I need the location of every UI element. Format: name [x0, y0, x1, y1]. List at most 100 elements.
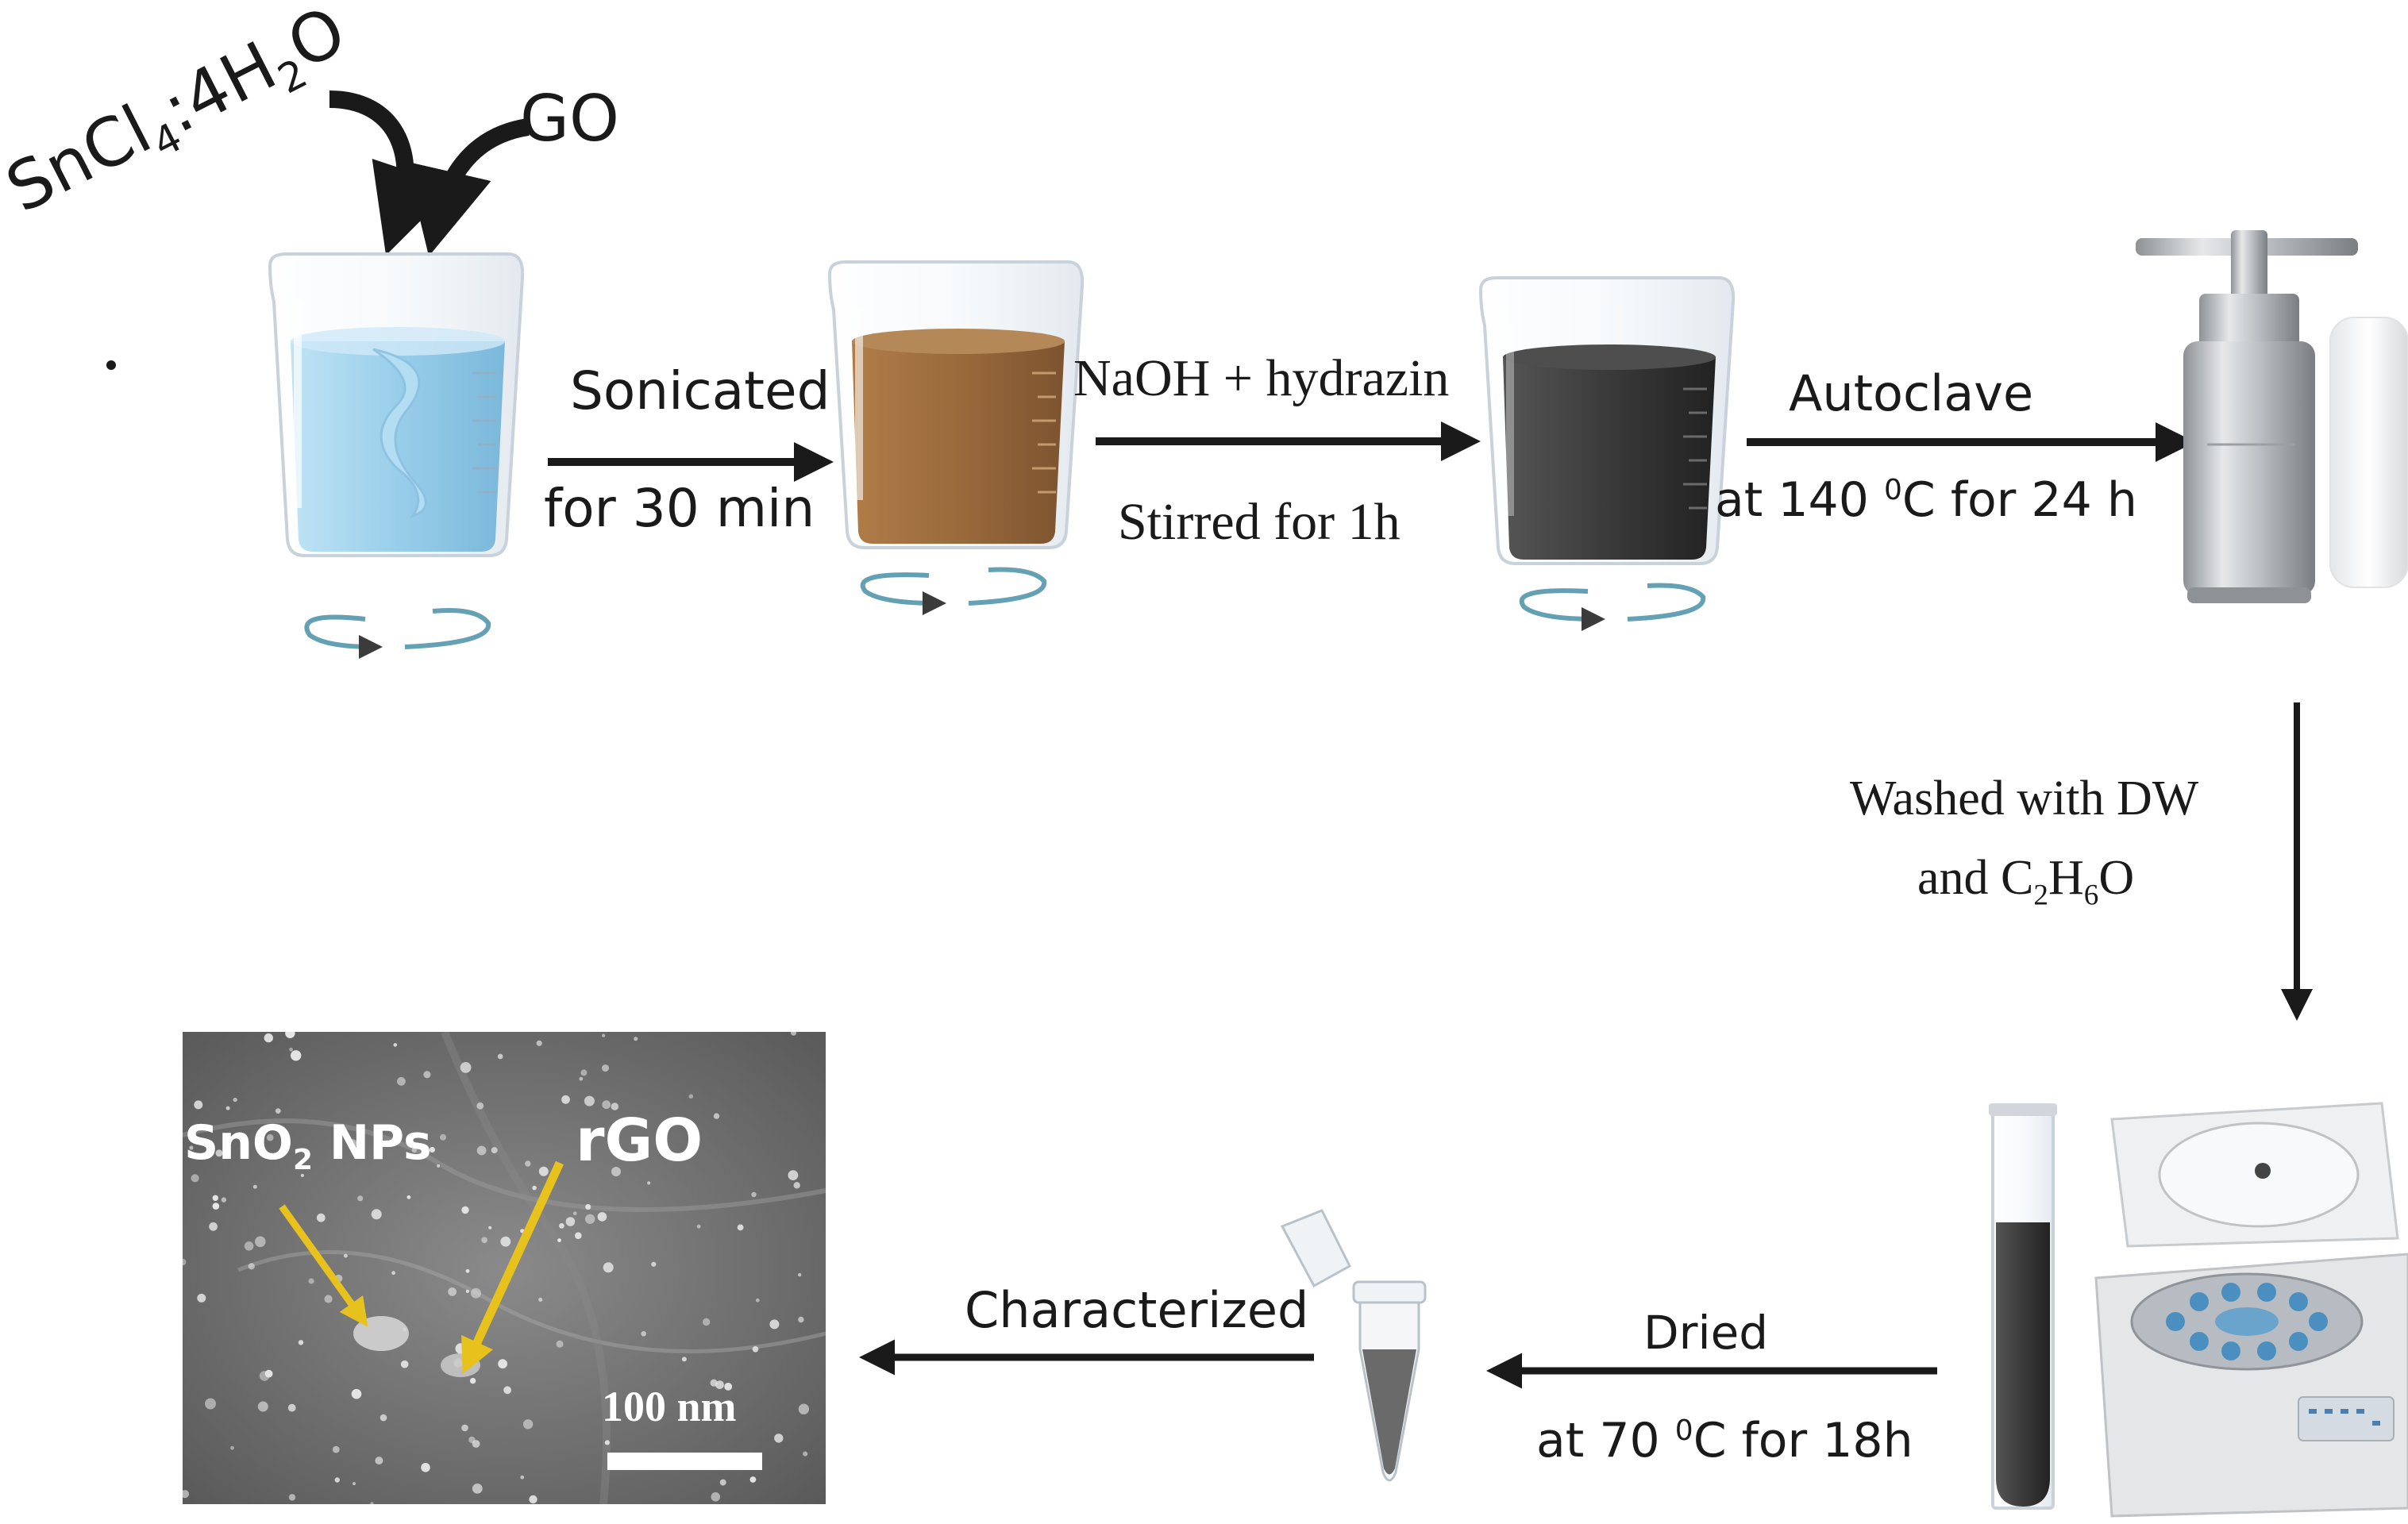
sem-speck: [788, 1170, 799, 1180]
sem-speck: [461, 1206, 469, 1214]
sem-speck: [472, 1484, 483, 1494]
sem-speck: [471, 1287, 481, 1299]
sem-speck: [353, 1482, 356, 1486]
reagent-go-label: GO: [520, 82, 619, 156]
sem-speck: [255, 1236, 266, 1248]
sem-speck: [221, 1197, 227, 1203]
sem-speck: [370, 1502, 374, 1504]
sem-speck: [316, 1213, 326, 1222]
step-sonication-line2: for 30 min: [544, 478, 815, 539]
sem-speck: [604, 1440, 611, 1445]
sem-speck: [476, 1102, 484, 1110]
sem-scale-bar: [607, 1453, 762, 1470]
sem-speck: [348, 1139, 357, 1149]
sem-speck: [300, 1173, 304, 1177]
sem-speck: [481, 1237, 487, 1244]
sem-speck: [183, 1490, 190, 1499]
sem-speck: [503, 1386, 511, 1395]
sem-speck: [696, 1224, 701, 1229]
beaker-3: [1478, 276, 1736, 565]
sem-speck: [585, 1214, 595, 1225]
sem-speck: [429, 1146, 436, 1153]
step-drying-line1: Dried: [1643, 1306, 1769, 1360]
step-washing-line2: and C2H6O: [1917, 851, 2135, 912]
sem-speck: [498, 1359, 507, 1369]
go-curved-arrow: [406, 118, 530, 256]
sem-speck: [602, 1033, 606, 1037]
sem-speck: [437, 1164, 441, 1168]
sem-speck: [215, 1149, 223, 1157]
stir-arrows-3: [1519, 583, 1706, 631]
sem-label-rgo: rGO: [576, 1106, 703, 1175]
sem-speck: [565, 1217, 576, 1226]
sem-speck: [798, 1316, 804, 1323]
sem-speck: [287, 1403, 296, 1412]
sem-speck: [585, 1204, 591, 1210]
autoclave-vessel: [2136, 230, 2408, 603]
sem-speck: [264, 1369, 273, 1378]
sem-speck: [647, 1181, 651, 1185]
sem-speck: [212, 1195, 218, 1202]
sem-speck: [275, 1108, 281, 1114]
stir-arrows-1: [304, 608, 491, 659]
sem-speck: [233, 1097, 237, 1103]
sem-speck: [769, 1319, 780, 1330]
sem-speck: [371, 1209, 382, 1220]
sem-speck: [375, 1457, 383, 1465]
sem-speck: [343, 1253, 348, 1258]
sem-speck: [411, 1147, 417, 1153]
sem-speck: [611, 1103, 619, 1110]
sem-speck: [468, 1436, 476, 1444]
sem-speck: [798, 1403, 810, 1414]
sem-speck: [455, 1343, 467, 1354]
sem-speck: [500, 1236, 511, 1247]
sem-speck: [189, 1145, 194, 1150]
sem-micrograph: [183, 1032, 826, 1504]
step-autoclave-line1: Autoclave: [1789, 364, 2034, 422]
sem-speck: [465, 1268, 470, 1273]
sem-speck: [602, 1064, 609, 1072]
step-washing-line1: Washed with DW: [1850, 772, 2199, 826]
sem-speck: [529, 1495, 537, 1504]
sem-speck: [520, 1475, 525, 1480]
sem-speck: [423, 1071, 431, 1079]
sem-speck: [332, 1445, 340, 1453]
sem-speck: [572, 1211, 577, 1215]
sem-speck: [351, 1388, 362, 1399]
sem-speck: [194, 1100, 203, 1110]
sem-speck: [793, 1182, 800, 1189]
sem-speck: [285, 1032, 295, 1038]
sem-speck: [209, 1222, 218, 1231]
sem-speck: [579, 1076, 584, 1081]
sem-speck: [556, 1340, 564, 1348]
sem-speck: [244, 1241, 254, 1251]
sem-speck: [476, 1145, 487, 1156]
sem-speck: [205, 1398, 216, 1410]
eppendorf-tube: [1280, 1209, 1427, 1482]
sem-speck: [751, 1191, 757, 1198]
sem-speck: [522, 1419, 534, 1430]
stray-dot: [106, 360, 116, 370]
sem-speck: [212, 1203, 220, 1210]
sem-speck: [225, 1106, 230, 1110]
sem-speck: [634, 1037, 638, 1041]
sem-speck: [713, 1113, 720, 1119]
stir-arrows-2: [860, 567, 1047, 615]
sem-speck: [749, 1476, 757, 1483]
sem-speck: [461, 1424, 468, 1432]
sem-speck: [248, 1263, 255, 1270]
sem-speck: [557, 1238, 561, 1242]
sem-speck: [755, 1298, 760, 1303]
centrifuge-tube: [1989, 1103, 2057, 1510]
sem-speck: [703, 1318, 711, 1326]
sem-speck: [737, 1224, 744, 1231]
step-reduction-line2: Stirred for 1h: [1118, 493, 1400, 551]
sem-speck: [719, 1479, 726, 1486]
sem-speck: [611, 1167, 621, 1176]
sem-speck: [538, 1297, 543, 1302]
step-drying-line2: at 70 0C for 18h: [1536, 1413, 1913, 1468]
sem-speck: [397, 1076, 406, 1086]
sem-speck: [291, 1050, 302, 1061]
sem-nanoparticle-specks: [183, 1032, 810, 1504]
